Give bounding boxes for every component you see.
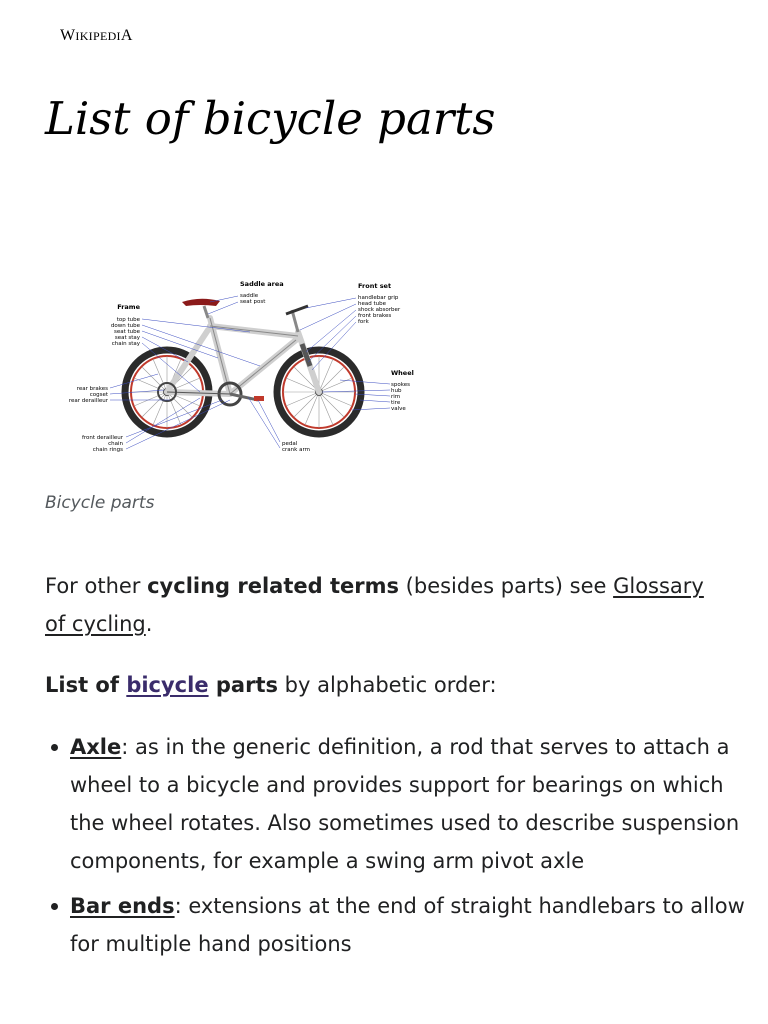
label-rim: rim [391, 394, 400, 400]
label-rear-brakes: rear brakes [77, 386, 108, 392]
label-spokes: spokes [391, 382, 410, 388]
label-top-tube: top tube [117, 317, 141, 323]
figure-caption: Bicycle parts [45, 493, 155, 513]
list-intro-bold-b: parts [208, 673, 278, 697]
bullet-icon [51, 903, 58, 910]
list-item-description: : as in the generic definition, a rod th… [70, 735, 740, 873]
wordmark-middle: IKIPEDI [75, 29, 121, 43]
label-crank-arm: crank arm [282, 447, 310, 453]
list-item: Axle: as in the generic definition, a ro… [51, 728, 755, 880]
bullet-icon [51, 744, 58, 751]
list-item: Bar ends: extensions at the end of strai… [51, 887, 755, 963]
intro-text-2: (besides parts) see [399, 574, 614, 598]
page-title: List of bicycle parts [45, 92, 496, 145]
list-item-description: : extensions at the end of straight hand… [70, 894, 745, 956]
intro-bold-term: cycling related terms [147, 574, 399, 598]
axle-link[interactable]: Axle [70, 735, 122, 759]
intro-text-1: For other [45, 574, 148, 598]
wordmark-first: W [60, 27, 76, 44]
label-pedal: pedal [282, 441, 298, 447]
label-rear-derailleur: rear derailleur [69, 398, 109, 404]
bicycle-link[interactable]: bicycle [126, 673, 209, 697]
list-intro-text: by alphabetic order: [278, 673, 497, 697]
wordmark-last: A [120, 27, 133, 44]
label-wheel: Wheel [391, 369, 414, 377]
list-intro-bold-a: List of [45, 673, 127, 697]
bicycle-diagram: Saddle area saddle seat post Front set h… [69, 280, 414, 453]
bicycle-parts-list: Axle: as in the generic definition, a ro… [45, 728, 755, 970]
glossary-of-cycling-link[interactable]: Glossary of cycling [45, 574, 704, 636]
label-shock-absorber: shock absorber [358, 307, 401, 313]
list-intro-paragraph: List of bicycle parts by alphabetic orde… [45, 666, 730, 704]
label-handlebar-grip: handlebar grip [358, 295, 399, 301]
bar-ends-link[interactable]: Bar ends [70, 894, 175, 918]
label-fork: fork [358, 319, 370, 325]
label-front-derailleur: front derailleur [82, 435, 124, 441]
wikipedia-wordmark[interactable]: WIKIPEDIA [60, 27, 133, 45]
label-front-brakes: front brakes [358, 313, 391, 319]
label-saddle: saddle [240, 293, 259, 299]
intro-paragraph: For other cycling related terms (besides… [45, 567, 730, 643]
label-frame: Frame [117, 303, 140, 311]
label-chain-rings: chain rings [93, 447, 123, 453]
label-head-tube: head tube [358, 301, 387, 307]
label-cogset: cogset [90, 392, 109, 398]
intro-text-3: . [145, 612, 153, 636]
label-chain-stay: chain stay [112, 341, 141, 347]
label-saddle-area: Saddle area [240, 280, 284, 288]
label-tire: tire [391, 400, 401, 406]
label-hub: hub [391, 388, 402, 394]
label-seat-stay: seat stay [115, 335, 141, 341]
label-seat-tube: seat tube [114, 329, 141, 335]
label-valve: valve [391, 406, 406, 412]
label-seat-post: seat post [240, 299, 266, 305]
bicycle-parts-figure[interactable]: Saddle area saddle seat post Front set h… [60, 270, 420, 460]
label-chain: chain [108, 441, 123, 447]
label-down-tube: down tube [111, 323, 141, 329]
label-front-set: Front set [358, 282, 391, 290]
